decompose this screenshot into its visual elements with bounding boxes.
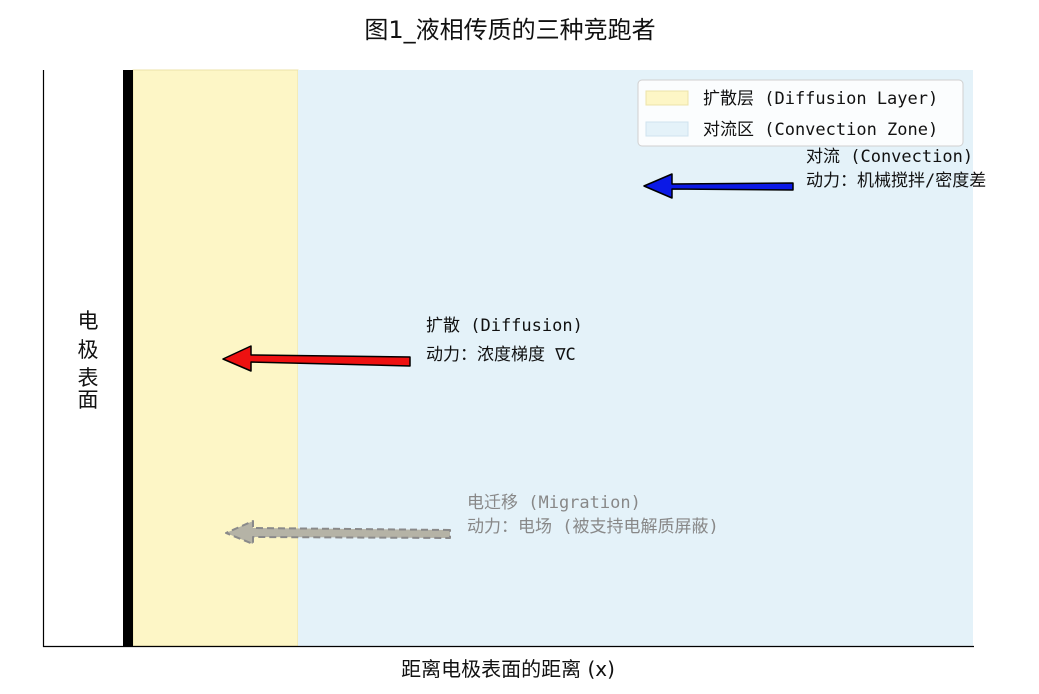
convection-label-line1: 对流 (Convection) bbox=[806, 147, 973, 167]
migration-arrow bbox=[225, 520, 451, 545]
legend-swatch-diffusion bbox=[645, 90, 689, 106]
legend-label-diffusion: 扩散层 (Diffusion Layer) bbox=[703, 89, 938, 109]
legend-swatch-convection bbox=[645, 121, 689, 137]
convection-arrow bbox=[643, 173, 794, 199]
electrode-label: 电 极 表 面 bbox=[78, 309, 99, 412]
diffusion-arrow bbox=[222, 345, 411, 372]
migration-label-line1: 电迁移 (Migration) bbox=[467, 493, 641, 513]
diffusion-label-line2: 动力：浓度梯度 ∇C bbox=[426, 345, 576, 365]
x-axis-label: 距离电极表面的距离 (x) bbox=[401, 657, 615, 681]
svg-text:电: 电 bbox=[78, 309, 99, 333]
legend-label-convection: 对流区 (Convection Zone) bbox=[703, 120, 938, 140]
legend: 扩散层 (Diffusion Layer) 对流区 (Convection Zo… bbox=[637, 79, 964, 147]
electrode-surface bbox=[123, 70, 133, 646]
migration-label-line2: 动力：电场 (被支持电解质屏蔽) bbox=[467, 517, 719, 537]
svg-text:极: 极 bbox=[78, 338, 99, 362]
diffusion-label-line1: 扩散 (Diffusion) bbox=[426, 316, 583, 336]
diagram-title: 图1_液相传质的三种竞跑者 bbox=[364, 16, 655, 44]
convection-label-line2: 动力：机械搅拌/密度差 bbox=[806, 171, 986, 191]
svg-text:表: 表 bbox=[78, 366, 99, 390]
svg-text:面: 面 bbox=[78, 388, 99, 412]
